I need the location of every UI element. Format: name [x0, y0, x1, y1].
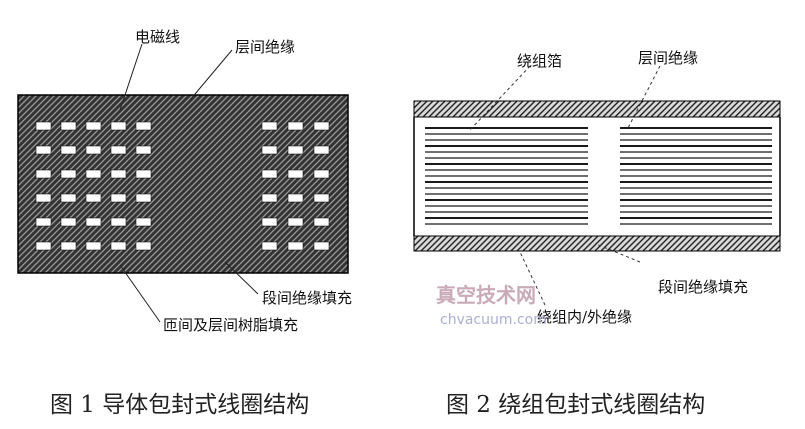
magnet-wire-conductor [287, 169, 304, 179]
magnet-wire-conductor [135, 121, 152, 131]
magnet-wire-conductor [313, 145, 330, 155]
magnet-wire-conductor [287, 145, 304, 155]
magnet-wire-conductor [35, 121, 52, 131]
magnet-wire-conductor [110, 145, 127, 155]
leader-interlayer-insulation-2 [627, 65, 661, 129]
leader-resin-fill [119, 264, 161, 323]
magnet-wire-conductor [110, 217, 127, 227]
magnet-wire-conductor [35, 241, 52, 251]
magnet-wire-conductor [110, 121, 127, 131]
leader-section-fill-2 [595, 243, 641, 263]
leader-winding-foil [469, 65, 531, 131]
magnet-wire-conductor [85, 121, 102, 131]
magnet-wire-conductor [110, 241, 127, 251]
magnet-wire-conductor [313, 121, 330, 131]
magnet-wire-conductor [60, 193, 77, 203]
label-section-insulation-fill-2: 段间绝缘填充 [658, 278, 748, 296]
caption-figure2: 图 2 绕组包封式线圈结构 [446, 392, 705, 418]
label-interlayer-insulation: 层间绝缘 [235, 38, 295, 56]
watermark-url: chvacuum.com [440, 312, 547, 328]
magnet-wire-conductor [287, 193, 304, 203]
magnet-wire-conductor [261, 241, 278, 251]
figure2: 绕组箔 层间绝缘 段间绝缘填充 绕组内/外绝缘 图 2 绕组包封式线圈结构 [413, 49, 781, 418]
magnet-wire-conductor [60, 121, 77, 131]
magnet-wire-conductor [85, 217, 102, 227]
label-turn-layer-resin-fill: 匝间及层间树脂填充 [163, 316, 298, 334]
magnet-wire-conductor [313, 169, 330, 179]
magnet-wire-conductor [60, 169, 77, 179]
leader-inner-outer-insulation [519, 251, 546, 306]
bottom-insulation-band [413, 235, 781, 252]
magnet-wire-conductor [110, 193, 127, 203]
leader-interlayer-insulation [189, 49, 233, 101]
magnet-wire-conductor [85, 145, 102, 155]
magnet-wire-conductor [85, 193, 102, 203]
top-insulation-band [413, 100, 781, 118]
leader-magnet-wire [119, 43, 143, 111]
leader-section-fill [224, 261, 259, 295]
winding-foil-layers [425, 127, 772, 225]
magnet-wire-conductor [287, 241, 304, 251]
magnet-wire-conductor [135, 241, 152, 251]
magnet-wire-conductor [261, 121, 278, 131]
magnet-wire-conductor [287, 121, 304, 131]
watermark-text-cn: 真空技术网 [436, 283, 536, 307]
watermark: 真空技术网 chvacuum.com [436, 283, 547, 328]
magnet-wire-conductor [35, 193, 52, 203]
magnet-wire-conductor [135, 169, 152, 179]
figure1: 电磁线 层间绝缘 段间绝缘填充 匝间及层间树脂填充 图 1 导体包封式线圈结构 [17, 28, 352, 418]
label-magnet-wire: 电磁线 [135, 28, 180, 46]
label-winding-inner-outer-insulation: 绕组内/外绝缘 [537, 308, 632, 326]
label-interlayer-insulation-2: 层间绝缘 [638, 49, 698, 67]
magnet-wire-conductor [313, 241, 330, 251]
magnet-wire-conductor [135, 217, 152, 227]
magnet-wire-conductor [85, 241, 102, 251]
magnet-wire-conductor [261, 217, 278, 227]
magnet-wire-grid [35, 121, 330, 251]
magnet-wire-conductor [261, 193, 278, 203]
magnet-wire-conductor [313, 193, 330, 203]
label-winding-foil: 绕组箔 [517, 52, 562, 70]
magnet-wire-conductor [135, 145, 152, 155]
magnet-wire-conductor [261, 169, 278, 179]
magnet-wire-conductor [60, 145, 77, 155]
magnet-wire-conductor [35, 217, 52, 227]
magnet-wire-conductor [85, 169, 102, 179]
magnet-wire-conductor [60, 241, 77, 251]
magnet-wire-conductor [135, 193, 152, 203]
magnet-wire-conductor [287, 217, 304, 227]
label-section-insulation-fill: 段间绝缘填充 [262, 289, 352, 307]
magnet-wire-conductor [35, 169, 52, 179]
caption-figure1: 图 1 导体包封式线圈结构 [50, 392, 309, 418]
magnet-wire-conductor [60, 217, 77, 227]
magnet-wire-conductor [35, 145, 52, 155]
magnet-wire-conductor [110, 169, 127, 179]
magnet-wire-conductor [313, 217, 330, 227]
magnet-wire-conductor [261, 145, 278, 155]
